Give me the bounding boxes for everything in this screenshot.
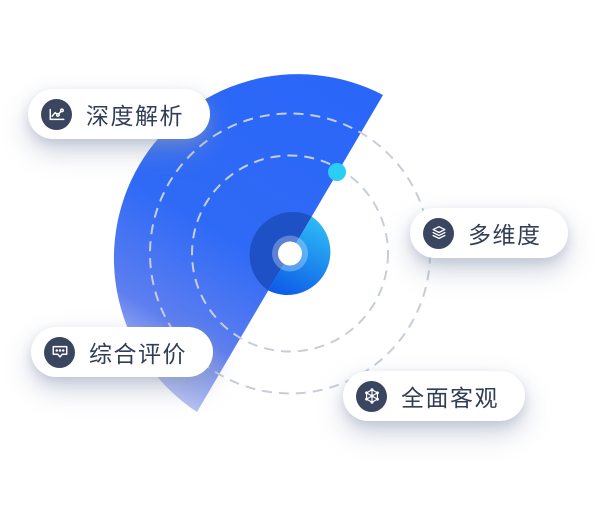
comment-icon — [44, 336, 75, 368]
badge-label: 综合评价 — [89, 341, 187, 367]
badge-multi-dimension: 多维度 — [410, 208, 568, 258]
center-dot — [278, 241, 302, 266]
badge-label: 全面客观 — [401, 385, 499, 411]
badge-label: 多维度 — [468, 222, 542, 248]
line-chart-icon — [41, 98, 72, 130]
badge-comprehensive-evaluation: 综合评价 — [31, 327, 213, 377]
badge-deep-analysis: 深度解析 — [28, 89, 210, 139]
scan-dot — [328, 163, 346, 181]
badge-objective: 全面客观 — [343, 371, 525, 421]
layers-icon — [423, 217, 454, 249]
network-icon — [356, 380, 387, 412]
dashed-orbit-inner — [191, 154, 389, 353]
badge-label: 深度解析 — [86, 103, 184, 129]
